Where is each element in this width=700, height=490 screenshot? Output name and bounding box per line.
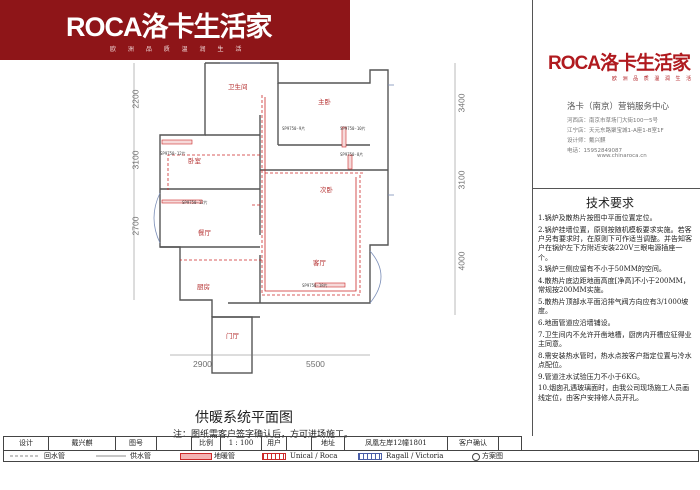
option-circle-icon (472, 453, 480, 461)
brand-slogan: 欧 洲 品 质 温 润 生 活 (110, 46, 247, 53)
radiator-tag: SP9750-9片 (282, 126, 306, 131)
tb-user-label: 用户 (262, 437, 287, 450)
tech-item: 3.锅炉三侧应留有不小于50MM的空间。 (538, 265, 666, 274)
radiator-tag: SP9750-8片 (340, 152, 364, 157)
dimension-bottom-right: 5500 (306, 359, 325, 369)
room-label-kitchen: 厨房 (197, 283, 210, 291)
company-address-2: 江宁店：天元东路聚宝城1-A座1-B室1F (567, 128, 664, 134)
room-label-dining: 餐厅 (198, 229, 211, 237)
tech-item: 1.锅炉及散热片按图中平面位置定位。 (538, 214, 657, 222)
legend-supply-pipe: 供水管 (130, 452, 151, 460)
dimension-right-top: 3400 (456, 93, 467, 113)
dimension-left-bottom: 2700 (130, 216, 141, 236)
tb-user (287, 437, 312, 450)
dimension-right-mid: 3100 (456, 170, 467, 190)
floor-heating-swatch (180, 453, 212, 460)
company-slogan: 欧 洲 品 质 温 润 生 活 (612, 76, 694, 82)
tech-item: 2.锅炉挂墙位置，原则按随机模板要求实施。若客户另有要求时，在原则下可作适当调整… (538, 225, 692, 262)
room-label-master-bedroom: 主卧 (318, 98, 331, 106)
legend-bar: 回水管 供水管 地暖管 Unical / Roca Ragall / Victo… (3, 450, 699, 462)
plan-title: 供暖系统平面图 (195, 410, 293, 426)
tech-item: 6.地面管道应沿墙铺设。 (538, 319, 615, 327)
tb-drawing-no-label: 图号 (116, 437, 157, 450)
tb-design-label: 设计 (4, 437, 49, 450)
brand-logo: ROCA洛卡生活家 (66, 12, 272, 42)
plan-note: 注：图纸需客户签字确认后，方可进场施工。 (173, 430, 354, 440)
tb-scale-label: 比例 (192, 437, 221, 450)
info-panel-divider (532, 188, 700, 189)
tb-designer: 戴兴麒 (49, 437, 116, 450)
room-label-second-bedroom: 次卧 (320, 186, 333, 194)
tb-address-value: 凤凰左岸12幢1801 (345, 437, 448, 450)
room-label-bathroom: 卫生间 (228, 83, 248, 91)
radiator-tag: SP9750-12片 (182, 200, 208, 205)
dimension-bottom-left: 2900 (193, 359, 212, 369)
brand-header (0, 0, 350, 60)
legend-ragall-victoria: Ragall / Victoria (386, 452, 444, 460)
company-website: www.chinaroca.cn (597, 153, 647, 159)
tech-item: 10.烟囱孔遇玻璃面时，由我公司现场施工人员画线定位，由客户安排修人员开孔。 (538, 384, 690, 402)
radiators (161, 126, 353, 288)
unical-swatch (262, 453, 286, 460)
ragall-swatch (358, 453, 382, 460)
company-logo: ROCA洛卡生活家 (548, 53, 691, 74)
radiator-tag: SP9750-18片 (302, 283, 328, 288)
company-phone: 电话：15952849087 (567, 148, 622, 154)
heating-pipes-solid (264, 97, 357, 292)
return-pipe-swatch (10, 455, 40, 457)
floor-plan (133, 62, 456, 374)
dimension-left-mid: 3100 (130, 150, 141, 170)
tech-item: 8.需安装热水管时，热水点按客户指定位置与冷水点配位。 (538, 351, 692, 369)
legend-floor-heating: 地暖管 (214, 452, 235, 460)
room-label-living: 客厅 (313, 259, 326, 267)
legend-unical-roca: Unical / Roca (290, 452, 338, 460)
tb-drawing-no (157, 437, 192, 450)
tb-confirm-label: 客户确认 (448, 437, 499, 450)
windows (153, 62, 394, 304)
company-designer: 设计师：戴兴麒 (567, 138, 606, 144)
tech-item: 7.卫生间内不允许开凿地槽，厨房内开槽应征得业主同意。 (538, 330, 692, 348)
dimension-lines (133, 63, 456, 356)
dimension-right-bottom: 4000 (456, 251, 467, 271)
room-label-entrance: 门厅 (226, 332, 239, 340)
legend-return-pipe: 回水管 (44, 452, 65, 460)
company-name: 洛卡（南京）营销服务中心 (567, 102, 670, 112)
tech-item: 5.散热片顶部水平面沿排气阀方向应有3/1000坡度。 (538, 298, 689, 316)
info-panel (532, 0, 700, 436)
walls (159, 62, 389, 374)
radiator-tag: SP9750-10片 (340, 126, 366, 131)
room-label-bedroom: 卧室 (188, 157, 201, 165)
radiator-tag: SP9750-12片 (160, 151, 186, 156)
legend-option: 方案图 (482, 452, 503, 460)
tech-requirements-title: 技术要求 (586, 196, 635, 210)
supply-pipe-swatch (96, 455, 126, 457)
heating-pipes (167, 95, 365, 296)
dimension-left-top: 2200 (130, 89, 141, 109)
tb-scale-value: 1 : 100 (221, 437, 262, 450)
tb-address-label: 地址 (312, 437, 345, 450)
title-block: 设计 戴兴麒 图号 比例 1 : 100 用户 地址 凤凰左岸12幢1801 客… (3, 436, 522, 451)
tech-item: 9.管道注水试验压力不小于6KG。 (538, 372, 644, 381)
tech-item: 4.散热片底边距地面高度[净高]不小于200MM，常规按200MM实施。 (538, 277, 690, 295)
company-address-1: 河西店：南京市草场门大街100一5号 (567, 118, 658, 124)
tech-requirements-list: 1.锅炉及散热片按图中平面位置定位。 2.锅炉挂墙位置，原则按随机模板要求实施。… (538, 214, 696, 405)
